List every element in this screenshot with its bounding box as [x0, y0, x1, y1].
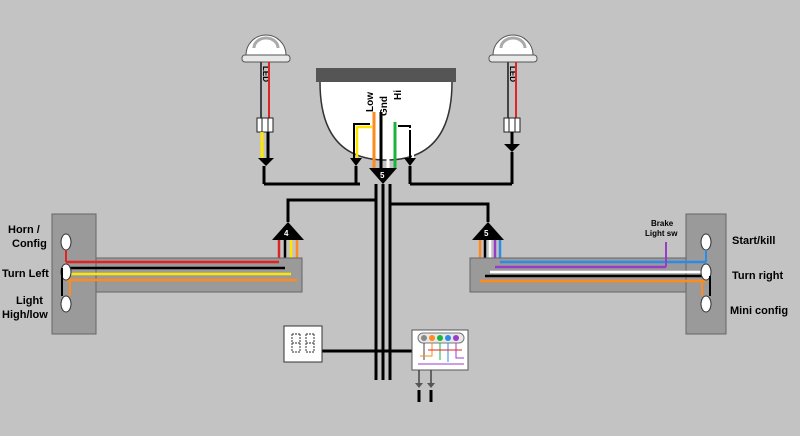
start-kill-label: Start/kill [732, 235, 775, 247]
connector-center-label: 5 [380, 171, 385, 180]
brake-label-2: Light sw [645, 229, 678, 238]
light-label-1: Light [16, 295, 43, 307]
headlight: Low Gnd Hi [316, 68, 456, 168]
headlight-low-label: Low [365, 92, 376, 112]
turn-right-switch [700, 263, 712, 281]
light-switch [60, 295, 72, 313]
led-indicator-right: LED [488, 34, 538, 152]
connector-center [369, 168, 397, 184]
control-module [411, 329, 469, 402]
turn-right-label: Turn right [732, 270, 783, 282]
headlight-hi-label: Hi [393, 90, 404, 100]
light-label-2: High/low [2, 309, 48, 321]
right-switch-housing [469, 213, 727, 335]
connector-left-label: 4 [284, 229, 289, 238]
headlight-gnd-label: Gnd [379, 96, 390, 116]
brake-label-1: Brake [651, 219, 674, 228]
horn-switch [60, 233, 72, 251]
horn-config-label-2: Config [12, 238, 47, 250]
led-left-label: LED [261, 66, 270, 82]
connector-right-label: 5 [484, 229, 489, 238]
horn-config-label-1: Horn / [8, 224, 40, 236]
digital-display [283, 325, 420, 363]
led-indicator-left: LED [241, 34, 291, 166]
turn-left-label: Turn Left [2, 268, 49, 280]
led-right-label: LED [508, 66, 517, 82]
start-kill-switch [700, 233, 712, 251]
left-switch-housing [51, 213, 303, 335]
main-harness: 5 [262, 152, 514, 380]
mini-config-label: Mini config [730, 305, 788, 317]
mini-config-switch [700, 295, 712, 313]
